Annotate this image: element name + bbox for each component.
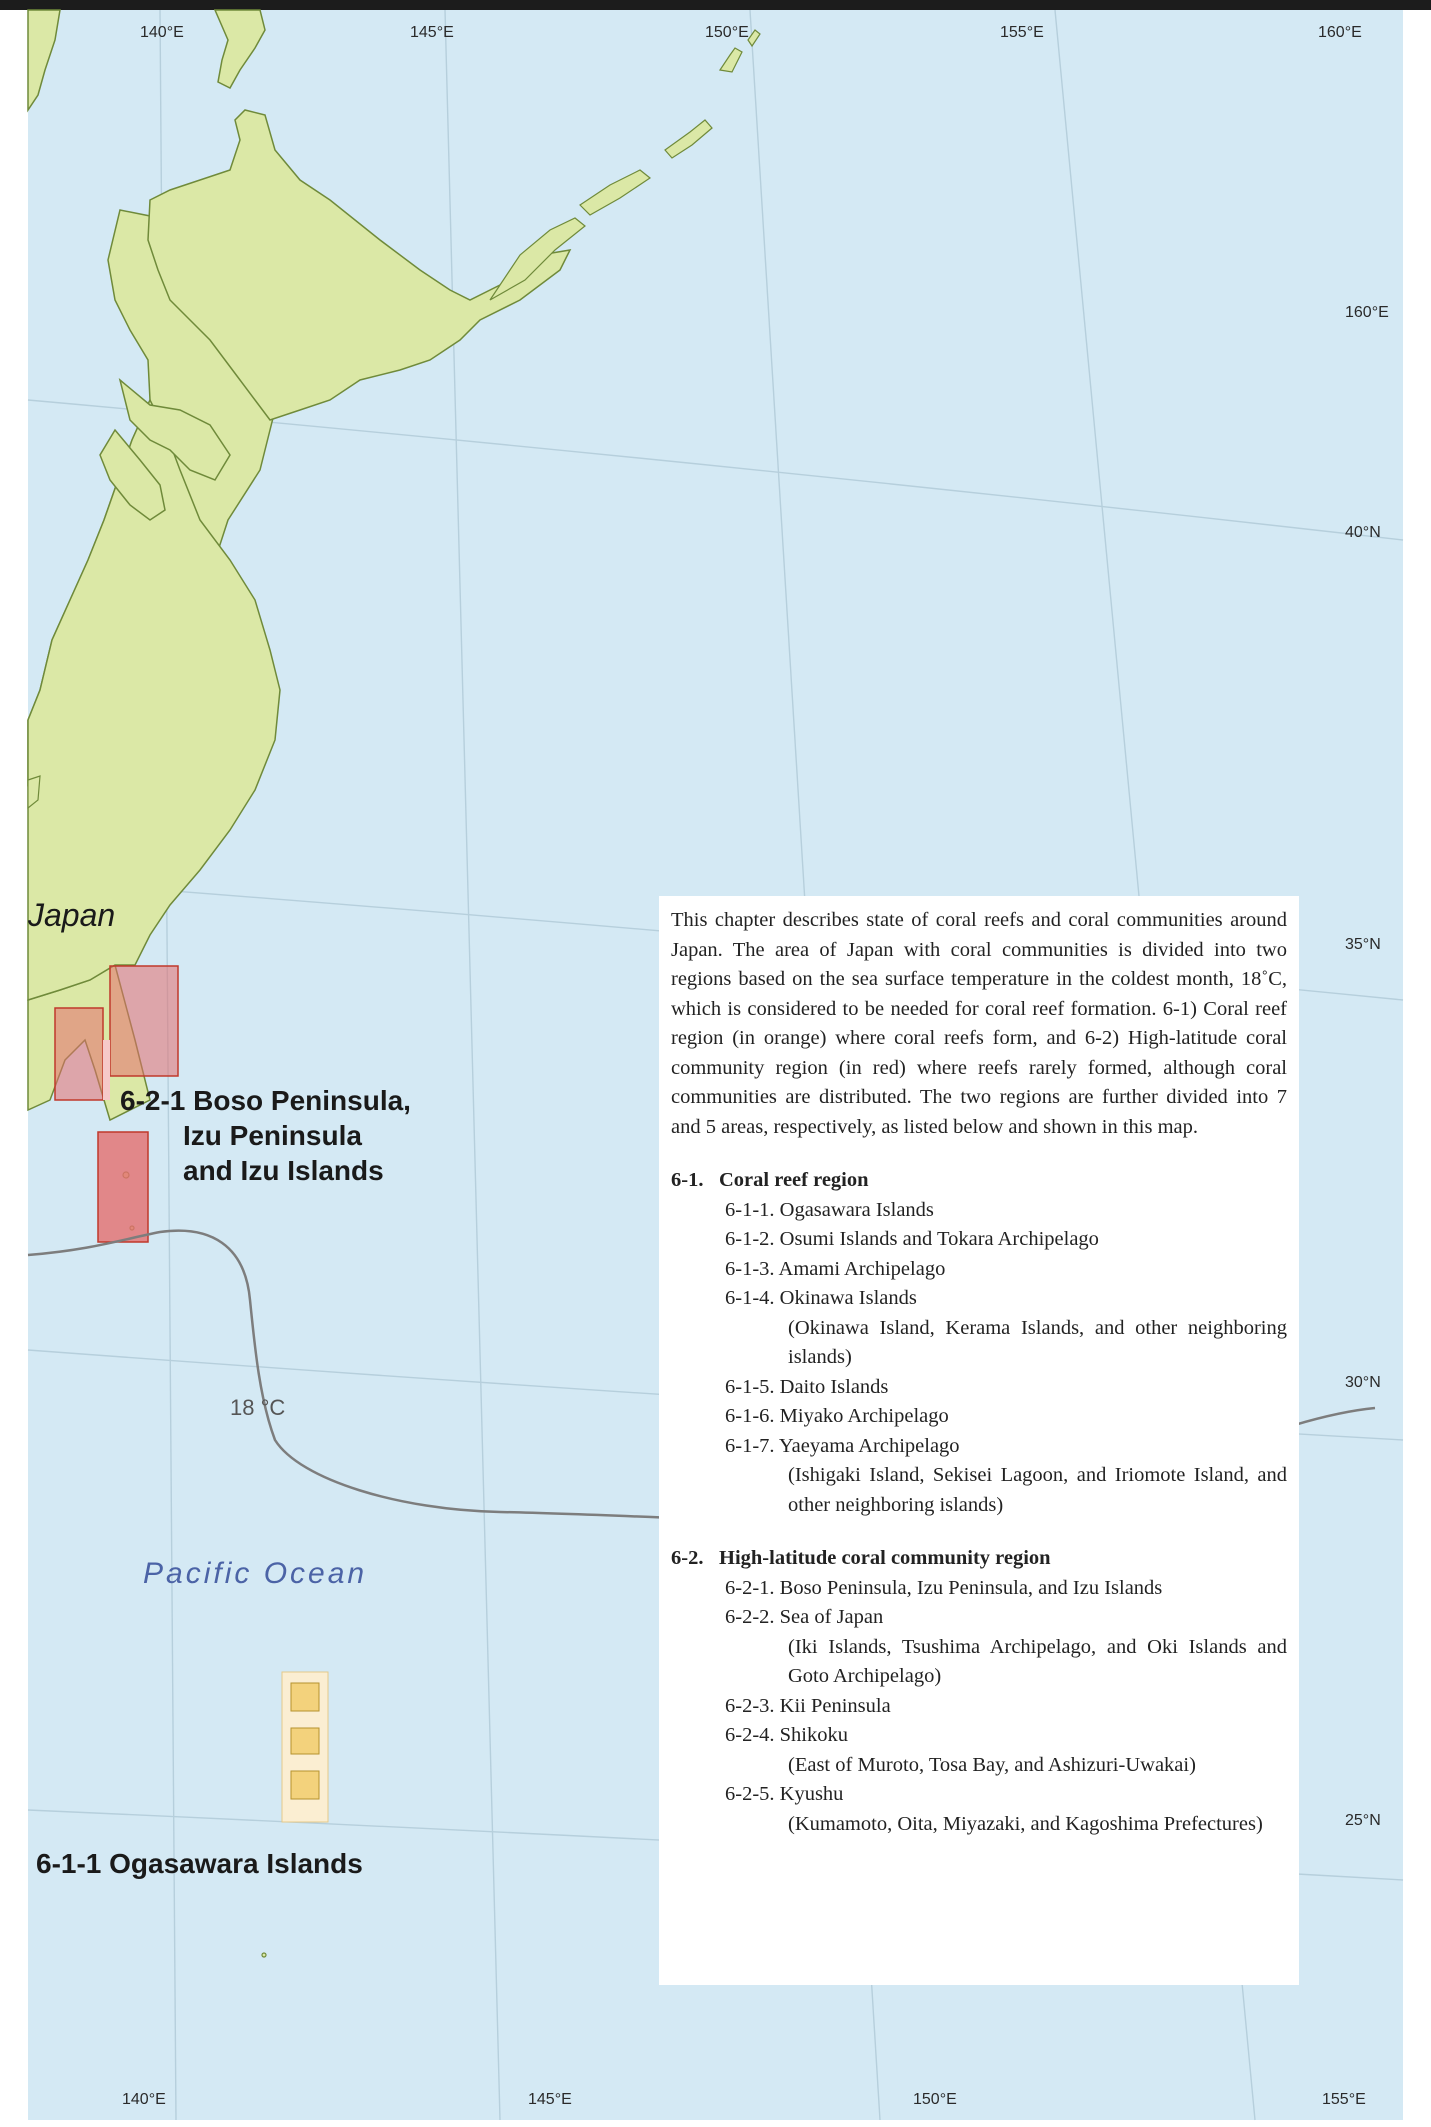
list-item-detail: (Okinawa Island, Kerama Islands, and oth… bbox=[788, 1316, 1287, 1369]
list-item-detail: (Ishigaki Island, Sekisei Lagoon, and Ir… bbox=[788, 1464, 1287, 1516]
boso-peninsula-box bbox=[109, 965, 179, 1077]
bottom-lon-label: 145°E bbox=[528, 2091, 572, 2108]
hokkaido-southwest bbox=[99, 428, 166, 521]
list-item-detail: (Kumamoto, Oita, Miyazaki, and Kagoshima… bbox=[788, 1812, 1263, 1835]
right-coord-label: 35°N bbox=[1345, 936, 1381, 953]
top-lon-label: 150°E bbox=[705, 24, 749, 41]
region-boso-label: Izu Peninsula bbox=[183, 1120, 362, 1151]
izu-islands-box bbox=[97, 1131, 149, 1243]
region-boso-label: and Izu Islands bbox=[183, 1155, 384, 1186]
list-item: 6-1-5. Daito Islands bbox=[725, 1375, 889, 1398]
list-item: 6-1-1. Ogasawara Islands bbox=[725, 1198, 934, 1221]
list-item: 6-1-2. Osumi Islands and Tokara Archipel… bbox=[725, 1228, 1099, 1250]
list-item: 6-1-7. Yaeyama Archipelago bbox=[725, 1434, 960, 1457]
kuril-islands bbox=[489, 29, 761, 301]
list-item: 6-2-4. Shikoku bbox=[725, 1724, 848, 1746]
honshu-southern-coast bbox=[27, 398, 281, 1002]
bottom-lon-label: 140°E bbox=[122, 2091, 166, 2108]
top-lon-label: 145°E bbox=[410, 24, 454, 41]
region-ogasawara-label: 6-1-1 Ogasawara Islands bbox=[36, 1848, 363, 1879]
list-item: 6-2-3. Kii Peninsula bbox=[725, 1694, 891, 1717]
section-label: Coral reef region bbox=[719, 1169, 869, 1191]
list-item: 6-2-5. Kyushu bbox=[725, 1783, 844, 1805]
list-item: 6-2-2. Sea of Japan bbox=[725, 1606, 884, 1628]
section-number: 6-2. bbox=[671, 1547, 704, 1569]
top-lon-label: 155°E bbox=[1000, 24, 1044, 41]
list-item: 6-1-4. Okinawa Islands bbox=[725, 1287, 917, 1309]
sakhalin-land bbox=[213, 9, 266, 89]
mainland-land bbox=[27, 9, 61, 113]
description-panel: This chapter describes state of coral re… bbox=[659, 896, 1299, 1985]
right-coord-label: 25°N bbox=[1345, 1812, 1381, 1829]
hokkaido-east bbox=[118, 377, 231, 481]
hokkaido-land bbox=[147, 109, 572, 421]
izu-peninsula-box bbox=[54, 1007, 104, 1101]
region-list: 6-1. Coral reef region 6-1-1. Ogasawara Is… bbox=[671, 1166, 1287, 1839]
section-title: 6-1. Coral reef region bbox=[671, 1166, 1287, 1196]
isotherm-label: 18 °C bbox=[230, 1395, 285, 1420]
country-label: Japan bbox=[27, 897, 115, 933]
right-coord-label: 40°N bbox=[1345, 524, 1381, 541]
list-item: 6-2-1. Boso Peninsula, Izu Peninsula, an… bbox=[725, 1576, 1163, 1599]
list-item-detail: (East of Muroto, Tosa Bay, and Ashizuri-… bbox=[788, 1753, 1196, 1776]
ogasawara-region bbox=[281, 1671, 329, 1823]
section-number: 6-1. bbox=[671, 1169, 704, 1191]
list-item-detail: (Iki Islands, Tsushima Archipelago, and … bbox=[788, 1635, 1287, 1688]
region-boso-label: 6-2-1 Boso Peninsula, bbox=[120, 1085, 411, 1116]
top-lon-label: 160°E bbox=[1318, 24, 1362, 41]
intro-paragraph: This chapter describes state of coral re… bbox=[671, 909, 1287, 1138]
list-item: 6-1-3. Amami Archipelago bbox=[725, 1257, 946, 1280]
top-lon-label: 140°E bbox=[140, 24, 184, 41]
list-item: 6-1-6. Miyako Archipelago bbox=[725, 1405, 949, 1427]
bottom-lon-label: 150°E bbox=[913, 2091, 957, 2108]
right-coord-label: 160°E bbox=[1345, 304, 1389, 321]
section-title: 6-2. High-latitude coral community region bbox=[671, 1544, 1287, 1574]
right-coord-label: 30°N bbox=[1345, 1374, 1381, 1391]
ocean-label: Pacific Ocean bbox=[143, 1557, 367, 1590]
section-label: High-latitude coral community region bbox=[719, 1547, 1051, 1569]
boso-izu-region bbox=[54, 965, 179, 1243]
bottom-lon-label: 155°E bbox=[1322, 2091, 1366, 2108]
